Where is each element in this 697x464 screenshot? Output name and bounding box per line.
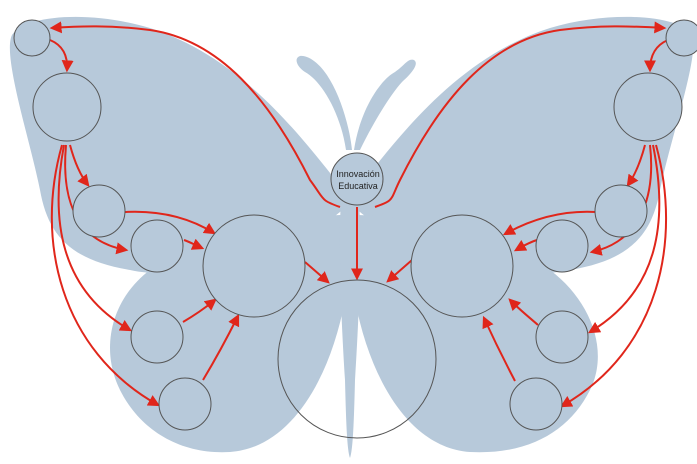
node-left-large [33, 73, 101, 141]
node-left-lower2 [159, 378, 211, 430]
node-left-big [203, 215, 305, 317]
node-right-lower1 [536, 311, 588, 363]
node-right-big [411, 215, 513, 317]
node-top-left-small [14, 20, 50, 56]
center-label-line2: Educativa [331, 180, 385, 192]
butterfly-silhouette [10, 17, 693, 458]
node-left-lower1 [131, 311, 183, 363]
node-right-lower2 [510, 378, 562, 430]
node-right-inner-small [536, 220, 588, 272]
node-top-right-small [666, 20, 697, 56]
node-left-inner-small [131, 220, 183, 272]
center-node-label: Innovación Educativa [331, 168, 385, 192]
node-left-mid [73, 185, 125, 237]
left-antenna [297, 56, 352, 150]
center-label-line1: Innovación [331, 168, 385, 180]
node-right-mid [595, 185, 647, 237]
node-right-large [614, 73, 682, 141]
